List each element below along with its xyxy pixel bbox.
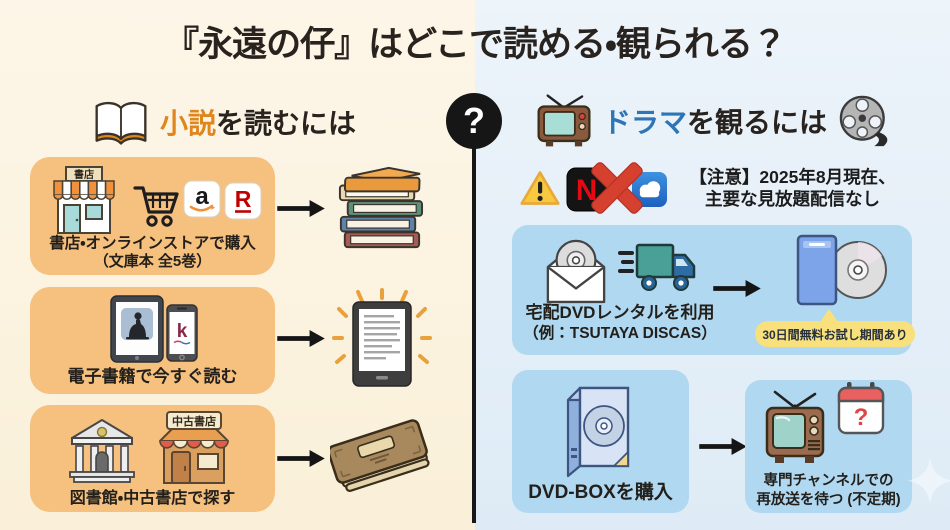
amazon-icon: a bbox=[183, 180, 221, 218]
arrow-right-icon bbox=[277, 449, 325, 468]
left-section-header: 小説を読むには bbox=[92, 94, 356, 150]
svg-text:R: R bbox=[235, 186, 252, 212]
arrow-right-icon bbox=[713, 279, 761, 298]
page-title: 『永遠の仔』はどこで読める・観られる？ bbox=[164, 25, 787, 64]
card-dvd-box: DVD-BOXを購入 bbox=[512, 370, 689, 513]
delivery-truck-icon bbox=[618, 243, 696, 291]
arrow-right-icon bbox=[699, 437, 747, 456]
tablet-kindle-icon bbox=[110, 295, 164, 363]
warning-icon bbox=[520, 171, 560, 205]
old-book-illustration bbox=[330, 419, 430, 492]
right-header-rest: を観るには bbox=[687, 107, 828, 138]
left-header-rest: を読むには bbox=[216, 108, 357, 139]
svg-text:?: ? bbox=[854, 404, 869, 431]
badge-tail bbox=[820, 309, 838, 322]
bookstore-icon: 書店 bbox=[53, 166, 115, 234]
card-dvd-rental-text: 宅配DVDレンタルを利用 （例：TSUTAYA DISCAS） bbox=[520, 303, 720, 344]
arrow-right-icon bbox=[277, 199, 325, 218]
envelope-disc-icon bbox=[546, 239, 606, 304]
book-stack-illustration bbox=[338, 166, 424, 249]
card-ebook-label: 電子書籍で今すぐ読む bbox=[67, 367, 238, 386]
card-buy-bookstore-sublabel: （文庫本 全5巻） bbox=[93, 253, 212, 270]
calendar-question-icon: ? bbox=[837, 382, 885, 435]
library-icon bbox=[69, 419, 135, 483]
card-dvd-rental: 宅配DVDレンタルを利用 （例：TSUTAYA DISCAS） 30日間無料お試… bbox=[512, 225, 915, 355]
rakuten-icon: R bbox=[224, 182, 262, 220]
right-header-label: ドラマを観るには bbox=[603, 101, 827, 141]
arrow-right-icon bbox=[277, 329, 325, 348]
streaming-notice: 【注意】2025年8月現在、 主要な見放題配信なし bbox=[675, 166, 910, 211]
card-buy-bookstore-label: 書店・オンラインストアで購入 bbox=[49, 235, 256, 252]
section-divider bbox=[472, 146, 476, 523]
svg-text:書店: 書店 bbox=[74, 168, 94, 181]
dvd-case-icon bbox=[796, 234, 887, 306]
card-rebroadcast: ? 専門チャンネルでの 再放送を待つ (不定期) bbox=[745, 380, 912, 513]
card-ebook: k 電子書籍で今すぐ読む bbox=[30, 287, 275, 394]
trial-badge: 30日間無料お試し期間あり bbox=[755, 321, 915, 347]
tv-icon bbox=[537, 94, 591, 147]
card-buy-bookstore: 書店 a bbox=[30, 157, 275, 275]
phone-kobo-icon: k bbox=[166, 304, 198, 362]
film-reel-icon bbox=[839, 95, 888, 147]
cloud-app-icon bbox=[631, 171, 668, 208]
used-bookstore-icon: 中古書店 bbox=[159, 411, 229, 484]
right-section-header: ドラマを観るには bbox=[535, 92, 895, 150]
cart-icon bbox=[133, 186, 179, 227]
card-library: 中古書店 図書館・中古書店で探す bbox=[30, 405, 275, 512]
left-header-label: 小説を読むには bbox=[160, 102, 356, 142]
svg-text:N: N bbox=[576, 174, 597, 207]
open-book-icon bbox=[95, 101, 147, 145]
svg-text:中古書店: 中古書店 bbox=[172, 414, 216, 428]
dvd-box-icon bbox=[566, 386, 630, 478]
notice-line2: 主要な見放題配信なし bbox=[705, 189, 880, 210]
question-divider-icon: ? bbox=[446, 93, 502, 149]
card-dvd-box-label: DVD-BOXを購入 bbox=[528, 482, 673, 503]
left-header-highlight: 小説 bbox=[160, 108, 217, 139]
card-dvd-rental-label: 宅配DVDレンタルを利用 bbox=[525, 303, 715, 322]
card-dvd-rental-sublabel: （例：TSUTAYA DISCAS） bbox=[523, 325, 717, 343]
question-mark: ? bbox=[463, 100, 485, 141]
card-library-label: 図書館・中古書店で探す bbox=[69, 490, 236, 507]
no-streaming-x-icon bbox=[591, 162, 643, 214]
ereader-illustration bbox=[332, 288, 432, 387]
card-rebroadcast-label: 専門チャンネルでの 再放送を待つ (不定期) bbox=[756, 473, 901, 508]
retro-tv-icon bbox=[765, 390, 825, 463]
svg-text:a: a bbox=[195, 183, 209, 210]
notice-line1: 【注意】2025年8月現在、 bbox=[689, 167, 896, 187]
sparkle-watermark bbox=[907, 457, 950, 505]
svg-text:k: k bbox=[177, 321, 188, 342]
right-header-highlight: ドラマ bbox=[603, 107, 688, 138]
